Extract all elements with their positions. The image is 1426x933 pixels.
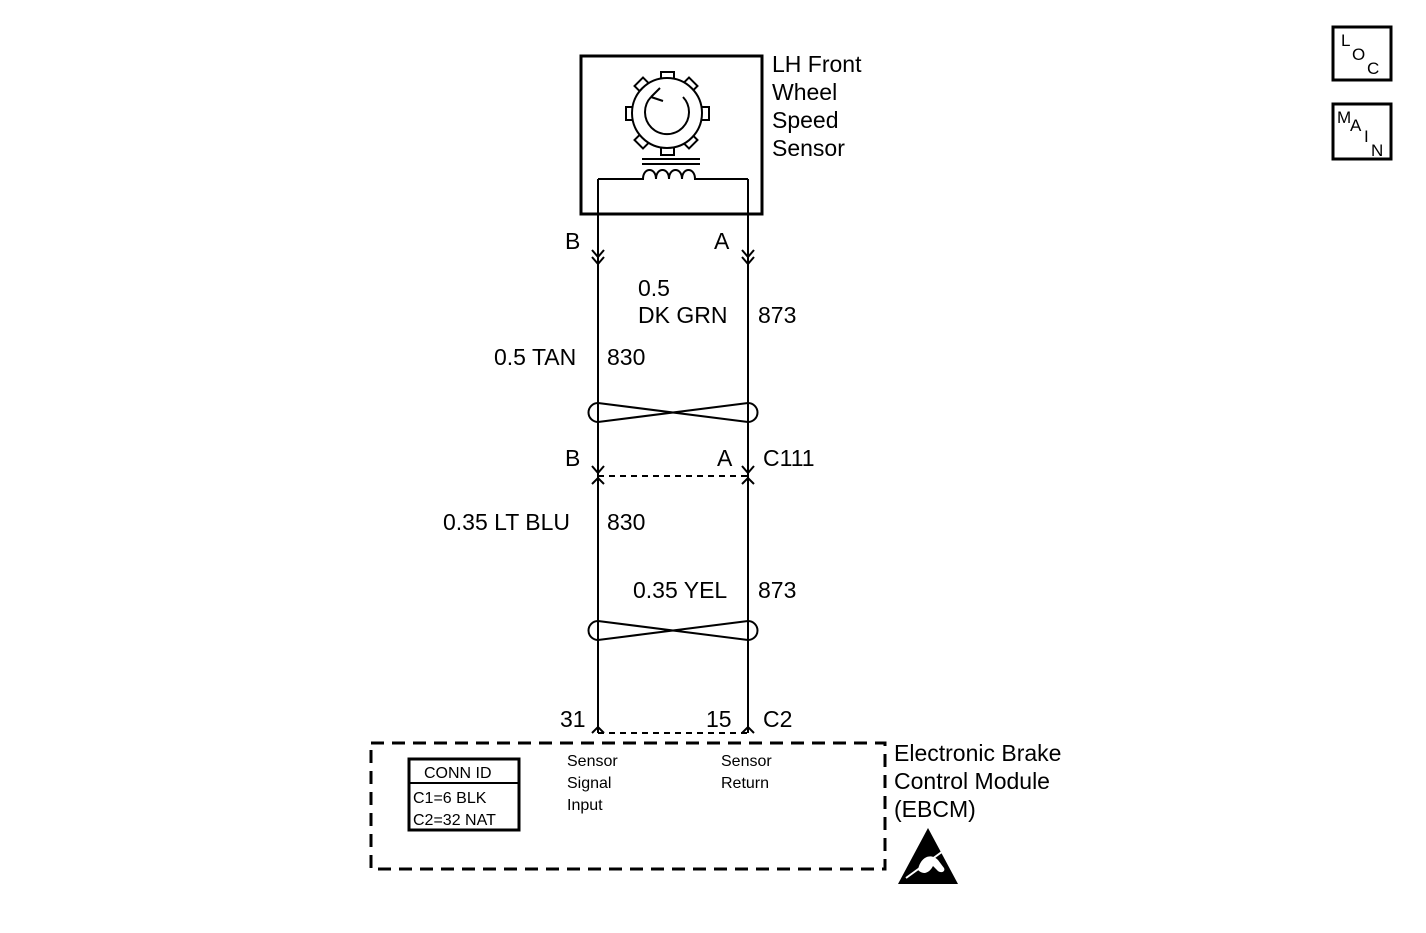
sensor-connector	[591, 249, 755, 266]
svg-text:N: N	[1371, 141, 1383, 160]
svg-text:Sensor: Sensor	[721, 753, 772, 770]
twisted-pair-upper	[587, 401, 759, 424]
c111-pin-b: B	[565, 445, 580, 471]
loc-button[interactable]: L O C	[1331, 25, 1393, 82]
c111-pin-a: A	[717, 445, 733, 471]
svg-text:I: I	[1364, 127, 1369, 146]
svg-text:C1=6 BLK: C1=6 BLK	[413, 790, 487, 807]
c2-pin-15: 15	[706, 706, 732, 732]
svg-text:Sensor: Sensor	[772, 135, 845, 161]
coil-icon	[598, 158, 748, 180]
svg-text:C2=32 NAT: C2=32 NAT	[413, 812, 496, 829]
svg-text:CONN ID: CONN ID	[424, 765, 492, 782]
svg-text:L: L	[1341, 31, 1350, 50]
c2-id: C2	[763, 706, 792, 732]
wheel-speed-sensor: LH Front Wheel Speed Sensor	[579, 51, 862, 216]
ebcm-name-line3: (EBCM)	[894, 796, 976, 822]
lower-left-circuit: 830	[607, 509, 645, 535]
twisted-pair-lower	[587, 619, 759, 642]
connector-c111	[591, 465, 755, 485]
esd-sensitive-icon	[898, 828, 958, 884]
connector-c2	[591, 725, 755, 734]
upper-left-circuit: 830	[607, 344, 645, 370]
ebcm-module: Sensor Signal Input Sensor Return CONN I…	[369, 741, 887, 871]
svg-text:Signal: Signal	[567, 775, 611, 792]
svg-text:C: C	[1367, 59, 1379, 78]
c111-id: C111	[763, 445, 815, 471]
svg-text:Wheel: Wheel	[772, 79, 837, 105]
c2-pin-31: 31	[560, 706, 586, 732]
conn-id-table: CONN ID C1=6 BLK C2=32 NAT	[407, 757, 521, 832]
svg-text:O: O	[1352, 45, 1365, 64]
svg-text:Speed: Speed	[772, 107, 839, 133]
lower-right-circuit: 873	[758, 577, 796, 603]
lower-right-gauge-color: 0.35 YEL	[633, 577, 727, 603]
ebcm-name-line2: Control Module	[894, 768, 1050, 794]
upper-left-gauge-color: 0.5 TAN	[494, 344, 576, 370]
svg-text:Return: Return	[721, 775, 769, 792]
upper-right-color: DK GRN	[638, 302, 727, 328]
svg-text:Input: Input	[567, 797, 603, 814]
sensor-pin-a: A	[714, 228, 730, 254]
svg-text:A: A	[1350, 116, 1362, 135]
gear-rotation-icon	[625, 71, 710, 156]
sensor-pin-b: B	[565, 228, 580, 254]
upper-right-circuit: 873	[758, 302, 796, 328]
svg-text:Sensor: Sensor	[567, 753, 618, 770]
lower-left-gauge-color: 0.35 LT BLU	[443, 509, 570, 535]
ebcm-name-line1: Electronic Brake	[894, 740, 1061, 766]
upper-right-gauge: 0.5	[638, 275, 670, 301]
main-button[interactable]: M A I N	[1331, 102, 1393, 161]
svg-text:M: M	[1337, 108, 1351, 127]
svg-text:LH Front: LH Front	[772, 51, 862, 77]
